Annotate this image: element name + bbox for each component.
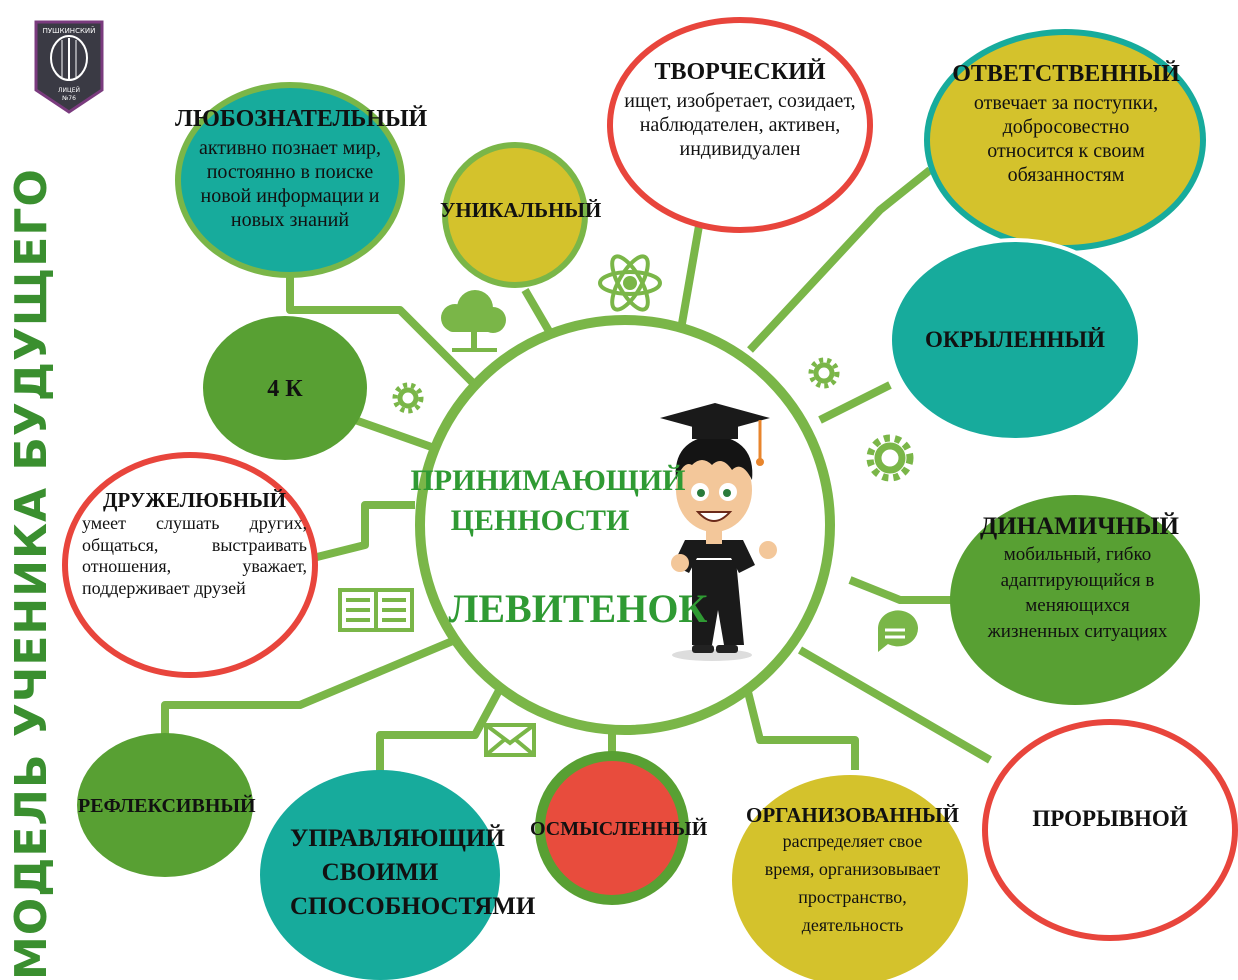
node-osmyslenny-title: ОСМЫСЛЕННЫЙ: [530, 818, 708, 840]
node-refleksivny: РЕФЛЕКСИВНЫЙ: [78, 794, 256, 818]
node-dinamichny-desc: мобильный, гибко адаптирующийся в меняющ…: [987, 544, 1168, 642]
node-unikalny-title: УНИКАЛЬНЫЙ: [440, 198, 602, 222]
node-organizovanny-circle: [732, 775, 968, 980]
logo-text-mid: ЛИЦЕЙ: [58, 87, 80, 94]
gear-icon: [866, 434, 914, 482]
node-okrylenny: ОКРЫЛЕННЫЙ: [910, 326, 1120, 354]
gear-icon: [392, 382, 424, 414]
node-osmyslenny-circle: [535, 751, 689, 905]
gear-icon: [808, 357, 840, 389]
center-name: ЛЕВИТЕНОК: [449, 586, 708, 631]
node-organizovanny-desc: распределяет свое время, организовывает …: [764, 831, 941, 935]
node-okrylenny-title: ОКРЫЛЕННЫЙ: [925, 327, 1105, 352]
node-okrylenny-circle: [888, 238, 1142, 442]
school-logo: ПУШКИНСКИЙ ЛИЦЕЙ №76: [34, 20, 104, 114]
center-line2: ЦЕННОСТИ: [451, 504, 630, 537]
node-otvetstvenny-desc: отвечает за поступки, добросовестно отно…: [973, 91, 1159, 186]
node-upravlyayushchy: УПРАВЛЯЮЩИЙ СВОИМИ СПОСОБНОСТЯМИ: [290, 822, 536, 923]
node-upravlyayushchy-circle: [260, 770, 500, 980]
node-tvorchesky-title: ТВОРЧЕСКИЙ: [654, 59, 826, 85]
node-proryvnoy-circle: [982, 719, 1238, 941]
node-druzhelyubny: ДРУЖЕЛЮБНЫЙ умеет слушать других, общать…: [82, 488, 307, 600]
node-lyuboznatelny-circle: [175, 82, 405, 278]
center-line1: ПРИНИМАЮЩИЙ: [410, 464, 685, 497]
node-refleksivny-title: РЕФЛЕКСИВНЫЙ: [78, 795, 256, 817]
envelope-icon: [484, 723, 536, 757]
node-lyuboznatelny-desc: активно познает мир, постоянно в поиске …: [198, 136, 382, 231]
book-icon: [338, 588, 414, 632]
node-druzhelyubny-circle: [62, 452, 318, 678]
node-osmyslenny: ОСМЫСЛЕННЫЙ: [530, 817, 708, 841]
node-refleksivny-circle: [77, 733, 253, 877]
node-k4-title: 4 К: [267, 376, 303, 402]
node-tvorchesky-circle: [607, 17, 873, 233]
node-tvorchesky-desc: ищет, изобретает, созидает, наблюдателен…: [624, 89, 856, 160]
node-organizovanny-title: ОРГАНИЗОВАННЫЙ: [746, 803, 959, 827]
node-druzhelyubny-title: ДРУЖЕЛЮБНЫЙ: [102, 488, 287, 512]
node-proryvnoy: ПРОРЫВНОЙ: [1020, 805, 1200, 833]
node-dinamichny-title: ДИНАМИЧНЫЙ: [980, 513, 1179, 540]
logo-text-top: ПУШКИНСКИЙ: [43, 26, 96, 35]
page-title: МОДЕЛЬ УЧЕНИКА БУДУЩЕГО: [6, 168, 57, 980]
node-organizovanny: ОРГАНИЗОВАННЫЙ распределяет свое время, …: [745, 803, 960, 940]
chat-icon: [878, 610, 918, 652]
node-unikalny: УНИКАЛЬНЫЙ: [440, 198, 602, 223]
node-tvorchesky: ТВОРЧЕСКИЙ ищет, изобретает, созидает, н…: [615, 58, 865, 163]
node-druzhelyubny-desc: умеет слушать других, общаться, выстраив…: [82, 513, 307, 598]
node-proryvnoy-title: ПРОРЫВНОЙ: [1032, 806, 1188, 831]
node-otvetstvenny: ОТВЕТСТВЕННЫЙ отвечает за поступки, добр…: [950, 60, 1182, 189]
node-unikalny-circle: [442, 142, 588, 288]
node-k4: 4 К: [240, 375, 330, 404]
tree-icon: [441, 290, 506, 352]
node-otvetstvenny-title: ОТВЕТСТВЕННЫЙ: [952, 61, 1180, 87]
node-dinamichny-circle: [950, 495, 1200, 705]
node-lyuboznatelny: ЛЮБОЗНАТЕЛЬНЫЙ активно познает мир, пост…: [175, 105, 428, 234]
node-lyuboznatelny-title: ЛЮБОЗНАТЕЛЬНЫЙ: [175, 106, 428, 132]
node-k4-circle: [203, 316, 367, 460]
node-upravlyayushchy-title: УПРАВЛЯЮЩИЙ СВОИМИ СПОСОБНОСТЯМИ: [290, 825, 536, 920]
node-dinamichny: ДИНАМИЧНЫЙ мобильный, гибко адаптирующий…: [980, 512, 1179, 645]
logo-text-bottom: №76: [62, 95, 76, 102]
atom-icon: [598, 254, 662, 312]
student-character-image: [660, 403, 777, 661]
